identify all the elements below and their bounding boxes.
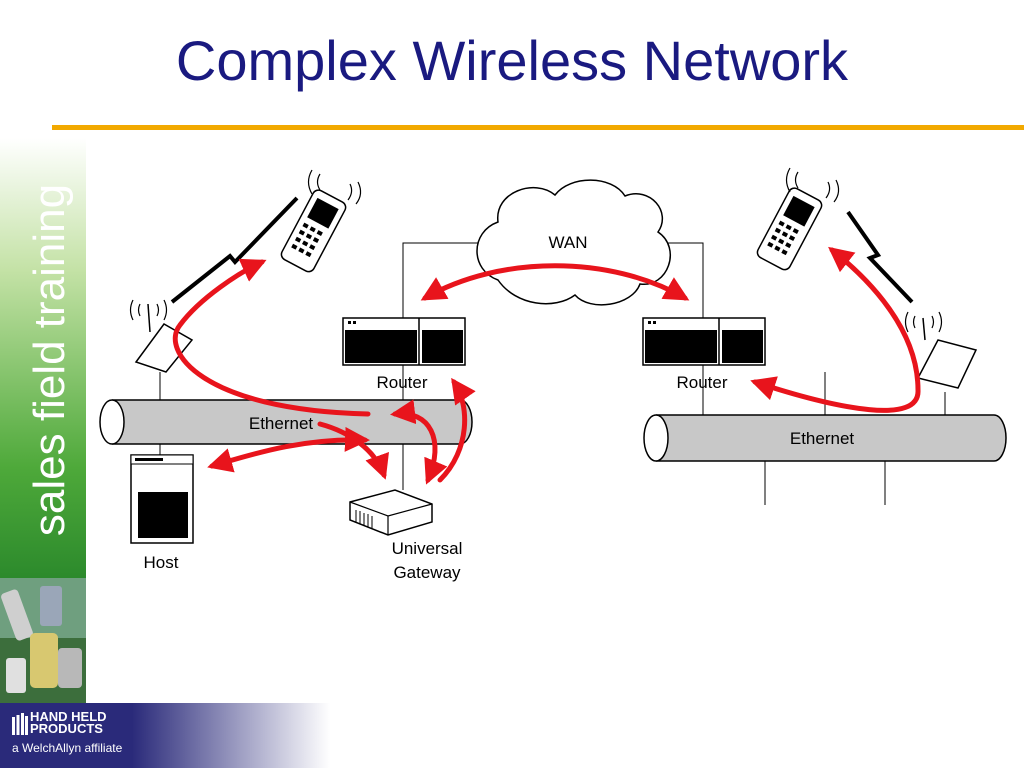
- host-server-icon: [130, 454, 194, 544]
- data-flow-arrows: [172, 246, 921, 485]
- arrow-gateway-right: [390, 399, 448, 485]
- access-point-left-icon: [129, 299, 194, 373]
- arrow-wan: [420, 263, 690, 301]
- arrow-terminal-right: [750, 246, 921, 413]
- gateway-label-line1: Universal: [392, 539, 463, 558]
- brand-tagline: a WelchAllyn affiliate: [12, 741, 123, 755]
- ethernet-left-label: Ethernet: [249, 414, 314, 433]
- product-photo: [0, 578, 86, 703]
- wan-label: WAN: [548, 233, 587, 252]
- universal-gateway-icon: [349, 489, 433, 536]
- arrow-gateway-left: [317, 421, 389, 480]
- title-rule: [52, 125, 1024, 130]
- access-point-right-icon: [904, 311, 978, 389]
- router-right-label: Router: [676, 373, 727, 392]
- router-left-icon: [342, 317, 466, 366]
- side-band: [0, 138, 86, 578]
- brand-bar: [0, 703, 330, 768]
- handheld-terminal-right-icon: [756, 187, 823, 271]
- ethernet-right-label: Ethernet: [790, 429, 855, 448]
- router-left-label: Router: [376, 373, 427, 392]
- brand-name: HAND HELD PRODUCTS: [30, 709, 107, 736]
- arrow-terminal-left: [172, 258, 371, 417]
- handheld-terminal-left-icon: [280, 189, 347, 273]
- arrow-host: [207, 426, 370, 473]
- wireless-bolt-left-icon: [170, 196, 299, 304]
- wireless-bolt-right-icon: [846, 210, 914, 304]
- arrow-router-left: [437, 377, 476, 483]
- brand-logo-icon: [12, 713, 28, 735]
- host-label: Host: [144, 553, 179, 572]
- gateway-label-line2: Gateway: [393, 563, 461, 582]
- router-right-icon: [642, 317, 766, 366]
- slide-title: Complex Wireless Network: [175, 29, 849, 92]
